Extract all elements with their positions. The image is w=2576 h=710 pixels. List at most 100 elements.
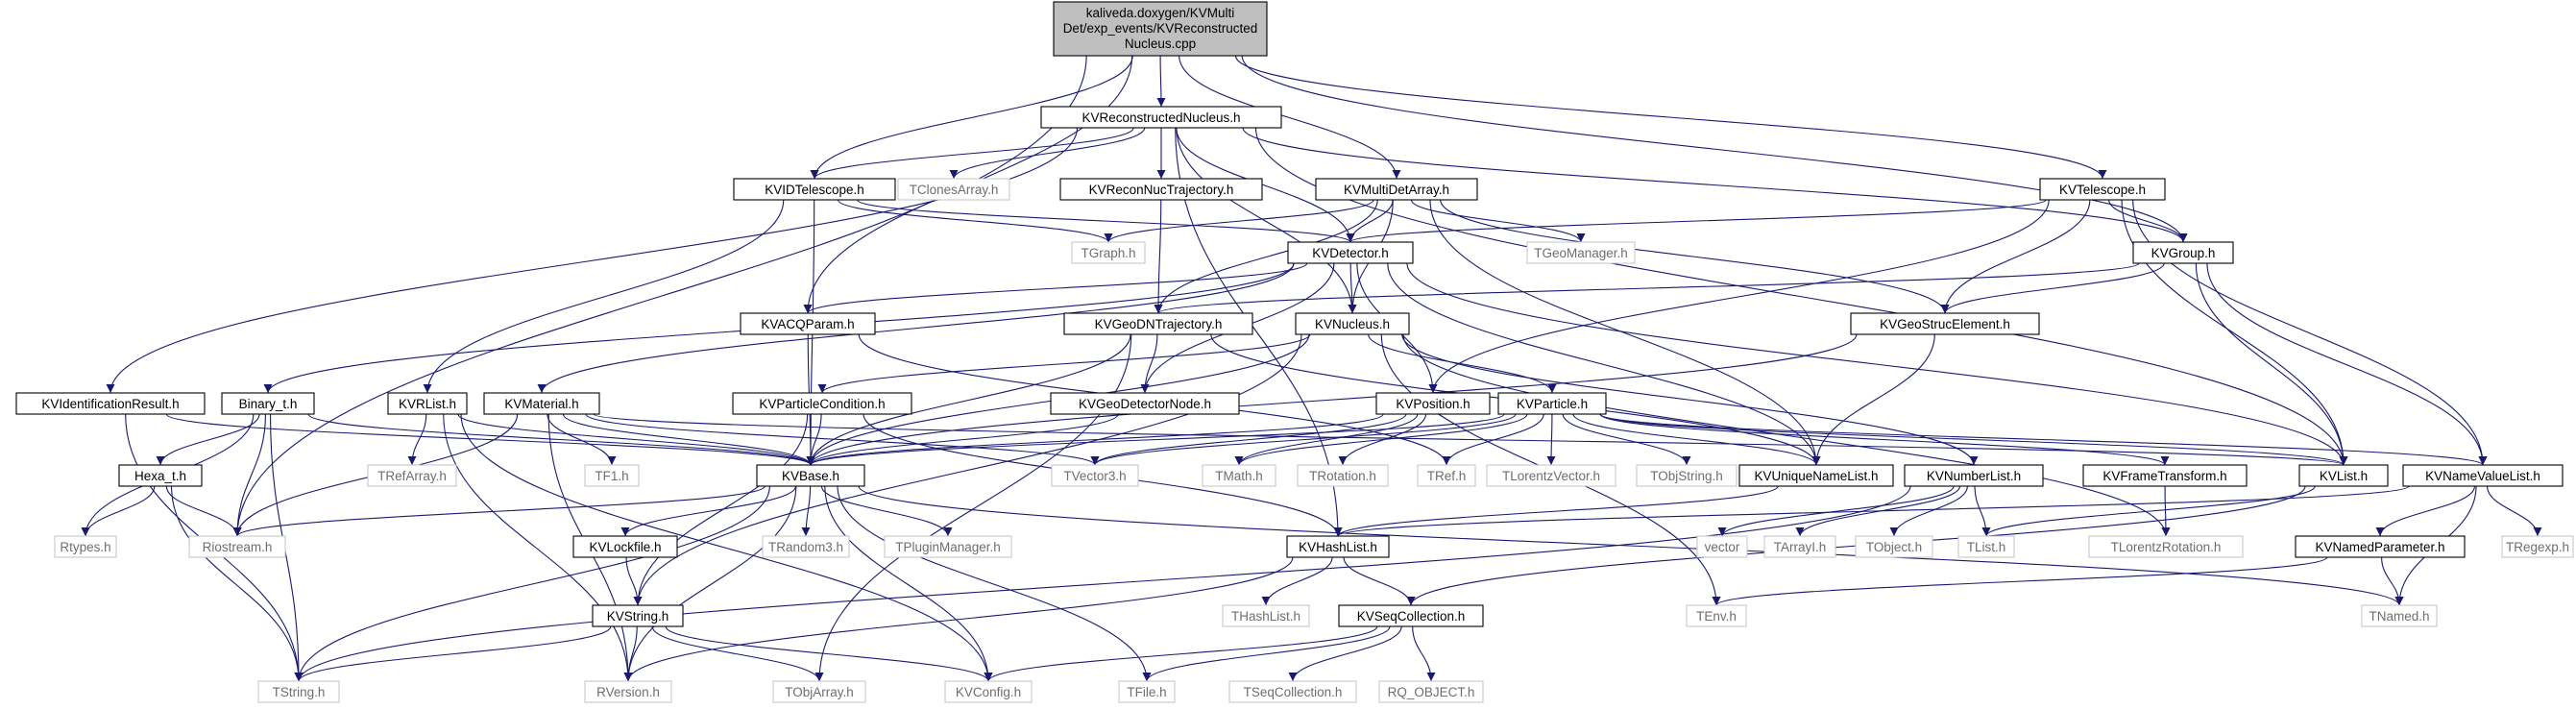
node-box — [762, 535, 850, 558]
edge-KVNamedParameter-to-TEnv — [1712, 556, 2328, 606]
node-KVMultiDetArray[interactable]: KVMultiDetArray.h — [1315, 178, 1478, 201]
node-KVGeoDNTrajectory[interactable]: KVGeoDNTrajectory.h — [1063, 312, 1253, 335]
node-KVParticleCondition[interactable]: KVParticleCondition.h — [732, 392, 912, 415]
node-root-box — [1053, 1, 1268, 57]
edge-ROOT-to-KVGroup — [1241, 55, 2188, 243]
node-label: TGraph.h — [1081, 246, 1135, 260]
header-nodes: kaliveda.doxygen/KVMultiDet/exp_events/K… — [15, 1, 2574, 703]
node-KVSeqCollection[interactable]: KVSeqCollection.h — [1338, 604, 1484, 627]
edge-KVPosition-to-KVBase — [806, 413, 1384, 466]
node-KVHashList[interactable]: KVHashList.h — [1286, 535, 1390, 558]
node-Binary_t[interactable]: Binary_t.h — [221, 392, 315, 415]
node-label: RQ_OBJECT.h — [1388, 685, 1475, 699]
edge-KVIdentificationResult-to-KVBase — [165, 413, 815, 466]
node-label: TObject.h — [1866, 540, 1922, 554]
edge-KVBase-to-TPluginManager — [820, 485, 953, 537]
node-KVGeoDetectorNode[interactable]: KVGeoDetectorNode.h — [1050, 392, 1240, 415]
node-root-file[interactable]: kaliveda.doxygen/KVMultiDet/exp_events/K… — [1053, 1, 1268, 57]
node-box — [1378, 680, 1484, 703]
edge-KVNameValueList-to-KVHashList — [1333, 485, 2410, 537]
node-KVReconstructedNucleus[interactable]: KVReconstructedNucleus.h — [1040, 106, 1282, 129]
node-KVNumberList[interactable]: KVNumberList.h — [1904, 464, 2044, 487]
node-KVNameValueList[interactable]: KVNameValueList.h — [2402, 464, 2564, 487]
edge-ROOT-to-Riostream — [232, 55, 1087, 537]
node-TRegexp: TRegexp.h — [2501, 535, 2574, 558]
edge-ROOT-to-KVReconstructedNucleus — [1156, 55, 1166, 108]
node-KVDetector[interactable]: KVDetector.h — [1287, 241, 1414, 264]
node-box — [2039, 178, 2166, 201]
edge-KVParticle-to-TObjString — [1562, 413, 1691, 466]
node-KVIdentificationResult[interactable]: KVIdentificationResult.h — [15, 392, 206, 415]
edge-KVGroup-to-KVGeoDNTrajectory — [1154, 262, 2140, 314]
node-KVTelescope[interactable]: KVTelescope.h — [2039, 178, 2166, 201]
node-label: TFile.h — [1127, 685, 1166, 699]
node-box — [1059, 178, 1263, 201]
node-KVNucleus[interactable]: KVNucleus.h — [1295, 312, 1410, 335]
node-KVPosition[interactable]: KVPosition.h — [1375, 392, 1491, 415]
node-KVParticle[interactable]: KVParticle.h — [1497, 392, 1607, 415]
edge-KVGeoDNTrajectory-to-KVGeoDetectorNode — [1140, 333, 1158, 394]
node-label: KVIDTelescope.h — [765, 183, 864, 197]
node-label: KVPosition.h — [1396, 397, 1470, 411]
node-box — [572, 535, 678, 558]
edge-KVIDTelescope-to-KVDetector — [857, 199, 1355, 243]
edge-KVMaterial-to-TF1 — [547, 413, 617, 466]
node-TObject: TObject.h — [1855, 535, 1933, 558]
edge-KVHashList-to-RVersion — [623, 556, 1294, 682]
node-box — [1850, 312, 2040, 335]
node-label: TMath.h — [1215, 469, 1263, 483]
node-box — [944, 680, 1033, 703]
edge-KVRList-to-TRefArray — [407, 413, 427, 466]
edge-KVString-to-TObjArray — [651, 625, 824, 682]
node-KVList[interactable]: KVList.h — [2298, 464, 2389, 487]
node-box — [1202, 464, 1276, 487]
edge-KVParticle-to-TMath — [1234, 413, 1528, 466]
node-label: KVDetector.h — [1312, 246, 1389, 260]
edge-KVTelescope-to-KVPosition — [1428, 199, 2050, 394]
node-TF1: TF1.h — [584, 464, 640, 487]
node-box — [1636, 464, 1738, 487]
node-box — [1222, 604, 1310, 627]
node-TSeqCollection: TSeqCollection.h — [1228, 680, 1357, 703]
node-TNamed: TNamed.h — [2361, 604, 2438, 627]
node-KVNamedParameter[interactable]: KVNamedParameter.h — [2295, 535, 2466, 558]
node-TRotation: TRotation.h — [1297, 464, 1389, 487]
node-root-label-line: kaliveda.doxygen/KVMulti — [1086, 6, 1235, 20]
node-label: KVTelescope.h — [2059, 183, 2146, 197]
node-KVLockfile[interactable]: KVLockfile.h — [572, 535, 678, 558]
edge-KVMultiDetArray-to-TGraph — [1104, 199, 1374, 243]
node-KVIDTelescope[interactable]: KVIDTelescope.h — [733, 178, 896, 201]
node-KVUniqueNameList[interactable]: KVUniqueNameList.h — [1738, 464, 1894, 487]
edge-KVNamedParameter-to-TNamed — [2381, 556, 2404, 606]
node-KVGroup[interactable]: KVGroup.h — [2132, 241, 2234, 264]
edge-KVList-to-TList — [1981, 485, 2316, 537]
edge-Hexa_t-to-Rtypes — [81, 485, 156, 537]
node-box — [1486, 464, 1616, 487]
node-KVACQParam[interactable]: KVACQParam.h — [740, 312, 876, 335]
node-label: KVLockfile.h — [589, 540, 661, 554]
node-box — [897, 178, 1010, 201]
node-KVReconNucTrajectory[interactable]: KVReconNucTrajectory.h — [1059, 178, 1263, 201]
node-Hexa_t[interactable]: Hexa_t.h — [118, 464, 203, 487]
node-box — [756, 464, 865, 487]
edge-KVSeqCollection-to-TFile — [1142, 625, 1391, 682]
node-label: Riostream.h — [203, 540, 273, 554]
edge-KVParticle-to-KVUniqueNameList — [1572, 413, 1821, 466]
node-label: KVParticleCondition.h — [759, 397, 885, 411]
node-label: KVUniqueNameList.h — [1754, 469, 1878, 483]
node-KVFrameTransform[interactable]: KVFrameTransform.h — [2082, 464, 2248, 487]
edge-KVBase-to-TRandom3 — [801, 485, 812, 537]
node-KVString[interactable]: KVString.h — [592, 604, 684, 627]
node-label: KVGeoDNTrajectory.h — [1095, 317, 1223, 331]
edge-KVUniqueNameList-to-KVHashList — [1333, 485, 1779, 537]
node-KVRList[interactable]: KVRList.h — [387, 392, 468, 415]
edge-Binary_t-to-KVBase — [307, 413, 815, 466]
node-KVMaterial[interactable]: KVMaterial.h — [483, 392, 600, 415]
edge-KVMultiDetArray-to-KVGeoStrucElement — [1440, 199, 1950, 314]
edge-ROOT-to-KVTelescope — [1234, 55, 2107, 180]
node-TFile: TFile.h — [1118, 680, 1176, 703]
node-KVBase[interactable]: KVBase.h — [756, 464, 865, 487]
edge-KVReconNucTrajectory-to-KVGeoDNTrajectory — [1154, 199, 1163, 314]
node-label: TLorentzRotation.h — [2111, 540, 2222, 554]
node-KVGeoStrucElement[interactable]: KVGeoStrucElement.h — [1850, 312, 2040, 335]
